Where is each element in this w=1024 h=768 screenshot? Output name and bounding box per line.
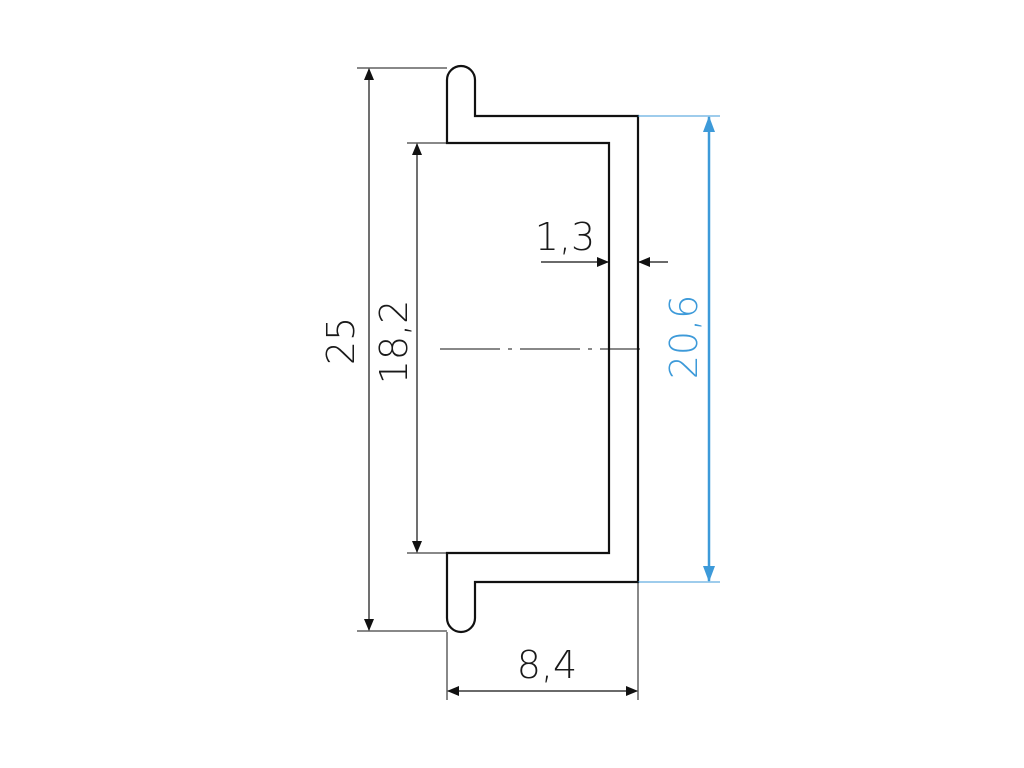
dimension-inner-height: [407, 142, 447, 554]
label-inner-height: 18,2: [372, 300, 416, 385]
label-wall-thickness: 1,3: [535, 215, 595, 259]
profile-outline: [445, 64, 640, 634]
dimension-overall-height: [357, 67, 447, 632]
dimension-width: [446, 582, 639, 700]
label-width: 8,4: [517, 643, 577, 687]
dimension-outer-height: [638, 115, 720, 583]
label-overall-height: 25: [319, 317, 363, 365]
label-outer-height: 20,6: [662, 295, 706, 380]
